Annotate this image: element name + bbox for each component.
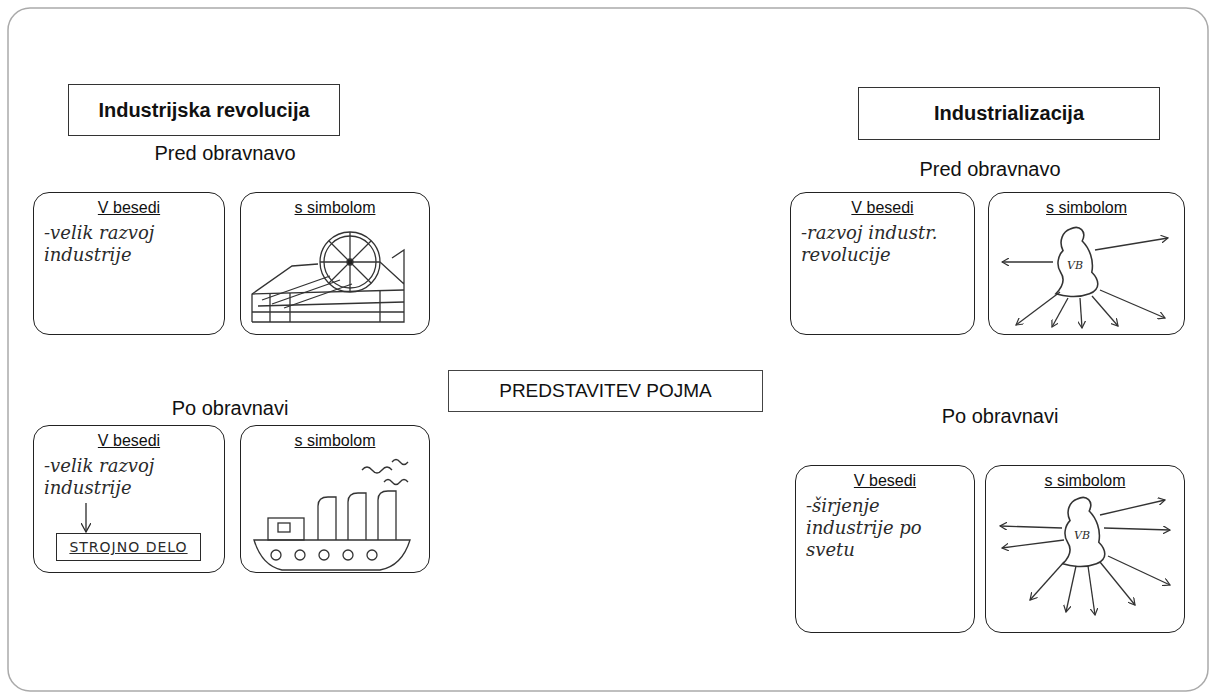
text-card: V besedi -velik razvoj industrijeSTROJNO …: [33, 425, 225, 573]
island-outline: [1056, 227, 1098, 296]
card-heading: V besedi: [806, 471, 964, 491]
arrow: [1016, 292, 1060, 325]
symbol-card: s simbolom: [240, 192, 430, 335]
stage-label: Po obravnavi: [900, 405, 1100, 428]
map-label: VB: [1067, 529, 1097, 542]
arrow: [1100, 562, 1135, 605]
card-heading: V besedi: [801, 198, 964, 218]
ship-funnel: [348, 493, 366, 540]
porthole: [271, 550, 281, 560]
ship-funnel: [378, 491, 396, 540]
cabin-window: [278, 523, 290, 532]
porthole: [319, 550, 329, 560]
machine-threads: [262, 276, 352, 308]
arrow: [1088, 566, 1095, 615]
card-heading: V besedi: [44, 431, 214, 451]
title-text: Industrijska revolucija: [98, 99, 309, 122]
machine-sketch: [252, 232, 404, 322]
card-heading: s simbolom: [251, 431, 419, 451]
title-box: Industrializacija: [858, 87, 1160, 140]
wheel-stand: [380, 250, 404, 284]
map-sketch: [1002, 227, 1168, 328]
arrow: [1080, 298, 1082, 328]
arrow: [1092, 296, 1118, 326]
card-heading: s simbolom: [251, 198, 419, 218]
ship-smoke: [362, 460, 408, 485]
arrow: [1108, 556, 1170, 585]
island-outline: [1063, 497, 1105, 566]
title-text: Industrializacija: [934, 102, 1084, 125]
ship-hull: [254, 540, 410, 570]
porthole: [367, 550, 377, 560]
symbol-card: s simbolom: [985, 465, 1185, 633]
machine-frame: [252, 264, 404, 322]
arrow: [1002, 540, 1064, 548]
handwritten-note: -velik razvoj industrije: [44, 222, 214, 266]
ship-sketch: [254, 460, 410, 571]
stage-label: Po obravnavi: [130, 397, 330, 420]
concept-box: PREDSTAVITEV POJMA: [448, 370, 763, 412]
card-heading: V besedi: [44, 198, 214, 218]
stage-label: Pred obravnavo: [125, 142, 325, 165]
arrow: [1066, 566, 1076, 612]
spread-arrows: [1000, 500, 1170, 615]
arrow: [1030, 562, 1064, 600]
machine-wheel: [320, 232, 380, 292]
card-heading: s simbolom: [999, 198, 1174, 218]
text-card: V besedi -velik razvoj industrije: [33, 192, 225, 335]
symbol-card: s simbolom: [240, 425, 430, 573]
keyword-box: STROJNO DELO: [56, 533, 201, 561]
arrow: [1002, 261, 1053, 262]
ship-funnel: [318, 497, 336, 540]
title-box: Industrijska revolucija: [68, 84, 340, 136]
arrow: [1100, 290, 1165, 318]
porthole: [343, 550, 353, 560]
wheel-spokes: [320, 232, 380, 292]
text-card: V besedi -širjenje industrije po svetu: [795, 465, 975, 633]
arrow: [1052, 298, 1068, 327]
spread-arrows: [1002, 238, 1168, 328]
map-label: VB: [1060, 259, 1090, 272]
stage-label: Pred obravnavo: [890, 158, 1090, 181]
handwritten-note: -širjenje industrije po svetu: [806, 495, 964, 561]
concept-text: PREDSTAVITEV POJMA: [499, 380, 712, 402]
wheel-hub: [347, 259, 353, 265]
arrow: [1104, 528, 1170, 530]
ship-cabin: [268, 518, 304, 540]
symbol-card: s simbolom: [988, 192, 1185, 335]
machine-rails: [252, 290, 404, 312]
text-card: V besedi -razvoj industr. revolucije: [790, 192, 975, 335]
handwritten-keyword: STROJNO DELO: [63, 537, 194, 557]
arrow: [1100, 500, 1165, 515]
map-sketch: [1000, 497, 1170, 615]
card-heading: s simbolom: [996, 471, 1174, 491]
outer-frame: [8, 8, 1208, 691]
arrow: [1095, 238, 1168, 250]
handwritten-note: -velik razvoj industrije: [44, 455, 214, 499]
porthole: [295, 550, 305, 560]
arrow-connector: [85, 503, 86, 532]
arrow: [1000, 526, 1062, 528]
handwritten-note: -razvoj industr. revolucije: [801, 222, 964, 266]
